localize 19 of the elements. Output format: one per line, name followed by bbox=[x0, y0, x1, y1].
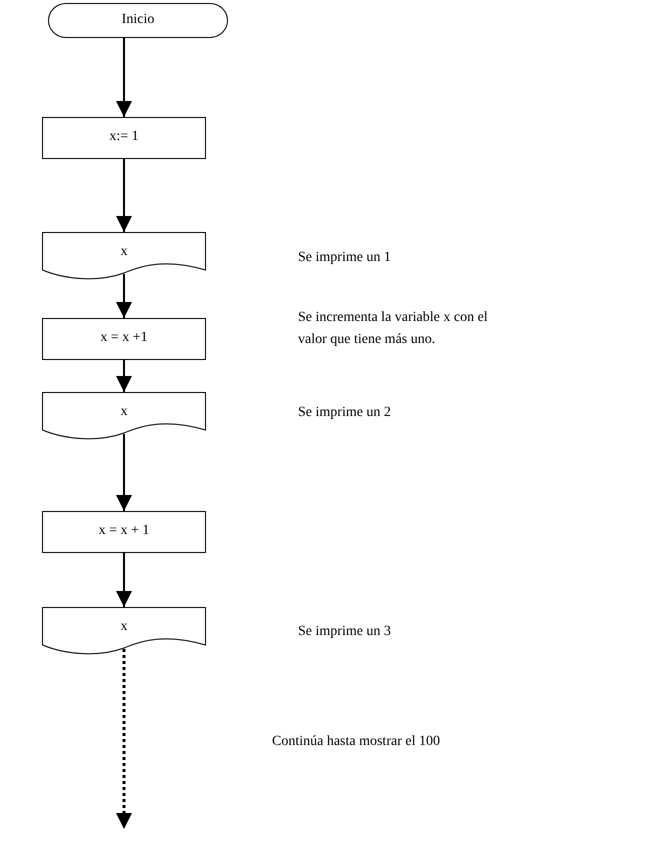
node-label: x = x + 1 bbox=[98, 523, 150, 539]
node-label: x bbox=[120, 619, 128, 635]
annotation-text: Se imprime un 3 bbox=[298, 623, 392, 641]
arrow bbox=[116, 649, 132, 829]
node-label: Inicio bbox=[120, 12, 156, 28]
arrow bbox=[116, 274, 132, 318]
arrow bbox=[116, 553, 132, 607]
node-label: x bbox=[120, 404, 128, 420]
annotation-text: Se imprime un 2 bbox=[298, 404, 392, 422]
arrow bbox=[116, 360, 132, 392]
arrow bbox=[116, 434, 132, 511]
node-label: x:= 1 bbox=[108, 129, 140, 145]
annotation-text: Se imprime un 1 bbox=[298, 249, 392, 267]
annotation-text: Continúa hasta mostrar el 100 bbox=[272, 733, 441, 751]
node-label: x = x +1 bbox=[99, 330, 149, 346]
arrow bbox=[116, 159, 132, 232]
node-label: x bbox=[120, 244, 128, 260]
annotation-text: Se incrementa la variable x con el valor que tiene más uno. bbox=[298, 309, 489, 349]
arrow bbox=[116, 38, 132, 117]
